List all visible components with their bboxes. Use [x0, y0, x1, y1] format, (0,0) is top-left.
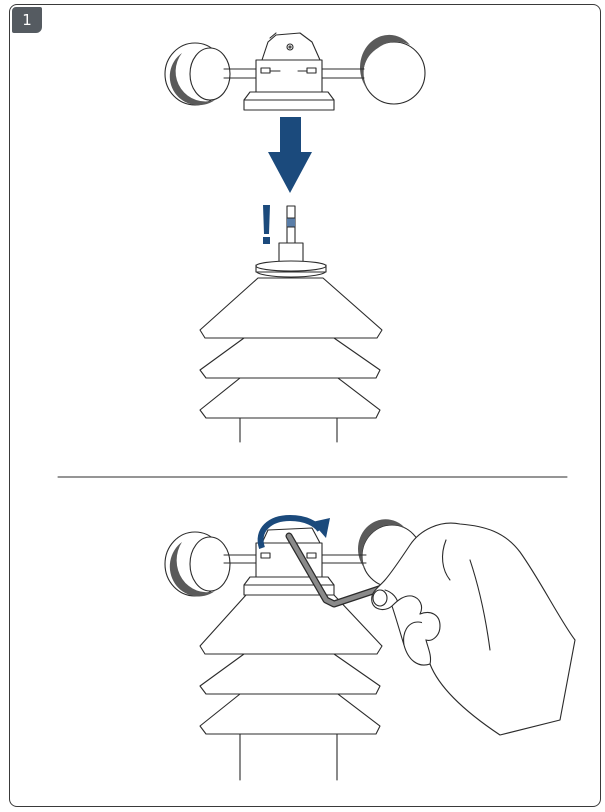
mounting-shaft: [279, 206, 303, 268]
radiation-shield-bottom: [200, 595, 382, 780]
down-arrow-icon: [268, 117, 312, 193]
left-cup: [165, 43, 230, 105]
exclamation-icon: [263, 205, 270, 244]
radiation-shield-top: [200, 261, 382, 442]
anemometer-head-top: [165, 33, 425, 110]
left-cup-bottom: [165, 532, 230, 596]
right-cup: [360, 35, 425, 104]
